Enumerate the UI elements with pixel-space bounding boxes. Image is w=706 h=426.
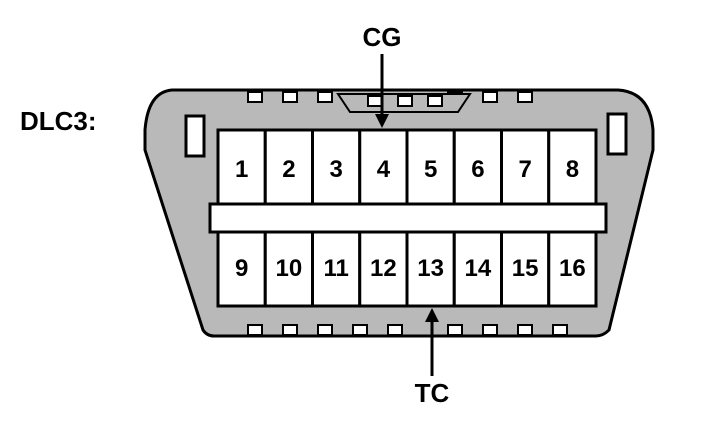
left-latch-slot xyxy=(184,114,206,158)
cg-callout: CG xyxy=(363,22,402,128)
pin-cell-7 xyxy=(500,128,551,206)
pin-number-1: 1 xyxy=(235,156,248,183)
pin-number-4: 4 xyxy=(377,156,391,183)
pin-number-7: 7 xyxy=(518,156,531,183)
pin-number-9: 9 xyxy=(235,255,248,282)
pin-cell-6 xyxy=(452,128,503,206)
pin-number-10: 10 xyxy=(276,255,303,282)
connector-name-label: DLC3: xyxy=(20,106,97,136)
pin-number-8: 8 xyxy=(566,156,579,183)
pin-number-11: 11 xyxy=(323,255,348,282)
cg-arrow-head xyxy=(375,114,389,128)
pin-cell-3 xyxy=(311,128,362,206)
pin-cell-8 xyxy=(547,128,598,206)
pin-number-5: 5 xyxy=(424,156,437,183)
pin-number-3: 3 xyxy=(329,156,342,183)
center-key-slot xyxy=(336,93,472,113)
pin-number-14: 14 xyxy=(465,255,492,282)
top-pin-row: 1 2 3 4 5 6 7 8 xyxy=(216,128,598,206)
pin-cell-5 xyxy=(405,128,456,206)
tc-label: TC xyxy=(415,378,450,408)
pin-number-16: 16 xyxy=(559,255,586,282)
pin-number-6: 6 xyxy=(471,156,484,183)
bottom-pin-row: 9 10 11 12 13 14 15 16 xyxy=(216,230,598,308)
pin-cell-11 xyxy=(311,230,362,308)
pin-number-12: 12 xyxy=(370,255,397,282)
bottom-edge-notches xyxy=(247,324,568,336)
pin-number-15: 15 xyxy=(512,255,539,282)
pin-cell-2 xyxy=(263,128,314,206)
center-divider-bar xyxy=(208,202,608,234)
pin-number-13: 13 xyxy=(417,255,444,282)
tc-callout: TC xyxy=(415,308,450,408)
pin-cell-12 xyxy=(358,230,409,308)
pin-cell-4 xyxy=(358,128,409,206)
pin-number-2: 2 xyxy=(282,156,295,183)
right-latch-slot xyxy=(606,112,628,156)
pin-cell-16 xyxy=(547,230,598,308)
tc-arrow-head xyxy=(425,308,439,322)
cg-label: CG xyxy=(363,22,402,52)
